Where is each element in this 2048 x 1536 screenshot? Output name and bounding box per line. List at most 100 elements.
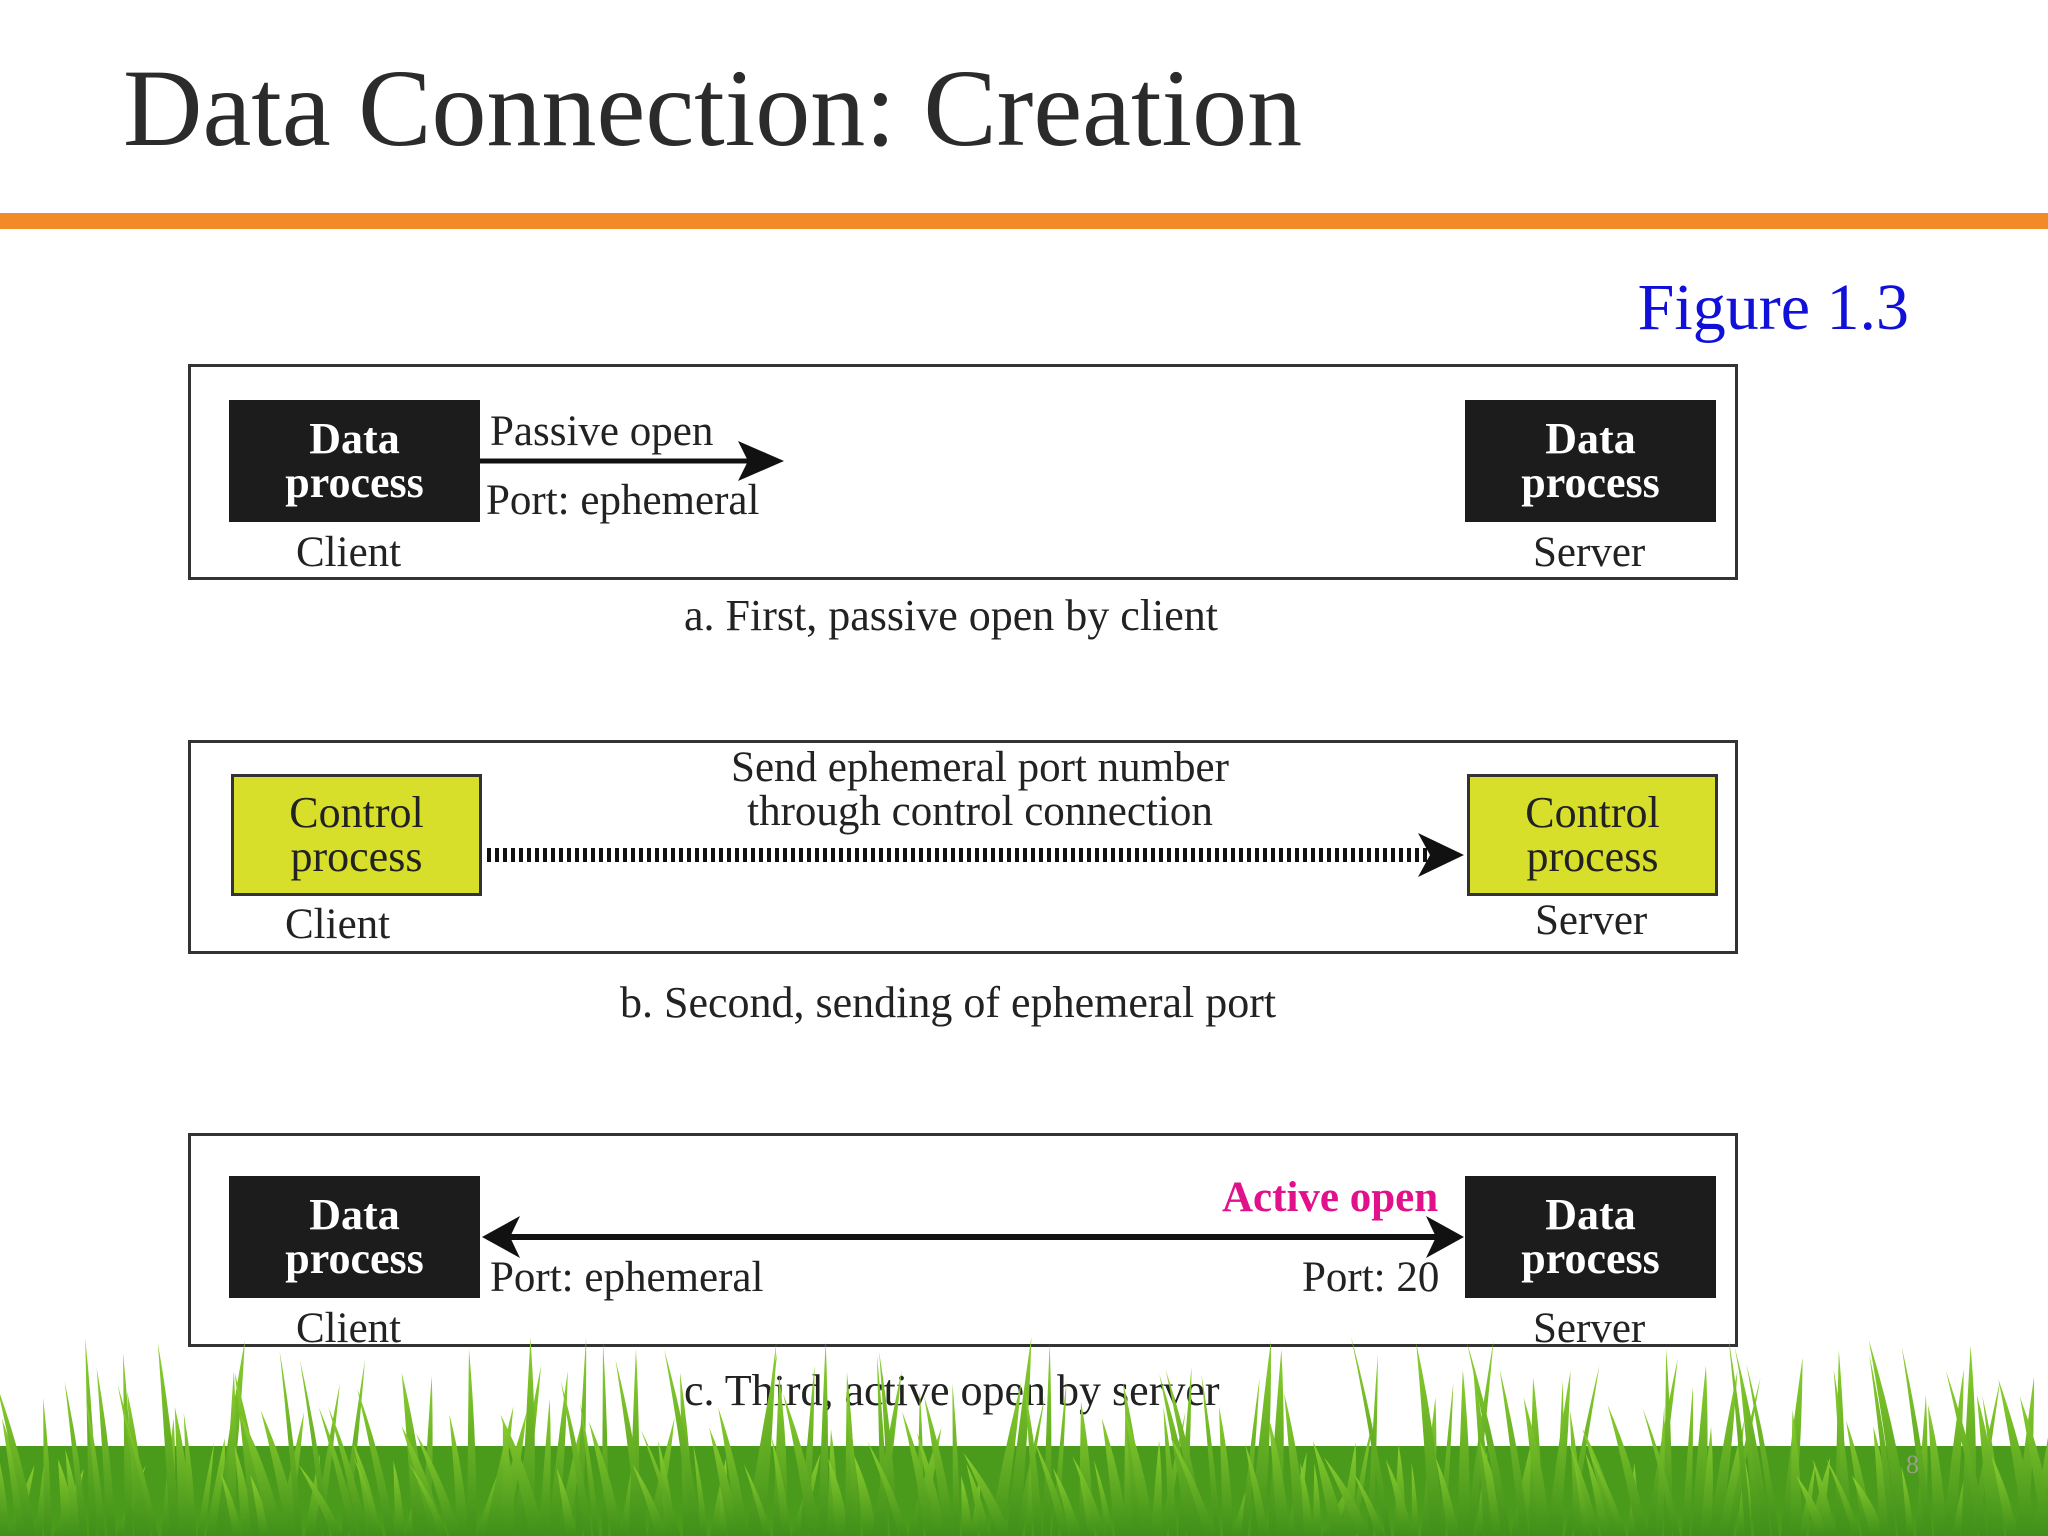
grass-blade [1385,1459,1413,1536]
grass-blade [876,1355,888,1536]
grass-blade [783,1394,821,1536]
grass-blade [1163,1406,1177,1536]
panel-c-client-role: Client [296,1305,402,1352]
grass-blade [183,1412,197,1536]
grass-blade [1499,1369,1529,1536]
grass-blade [640,1429,681,1536]
panel-c-server-data-process-box: Data process [1465,1176,1716,1298]
grass-blade [1245,1443,1269,1536]
grass-blade [1151,1440,1162,1536]
grass-blade [43,1397,52,1536]
grass-blade [1353,1473,1385,1536]
grass-blade [1124,1410,1155,1536]
grass-blade [1901,1347,1933,1536]
grass-blade [122,1352,133,1536]
grass-blade [989,1382,1022,1536]
grass-blade [318,1406,359,1536]
grass-blade [916,1432,946,1536]
grass-blade [86,1399,106,1536]
grass-decoration [0,1336,2048,1536]
grass-blade [818,1341,828,1536]
grass-blade [502,1417,515,1536]
grass-blade [279,1350,303,1536]
panel-c-client-box-label: Data process [285,1190,424,1283]
grass-blade [1523,1397,1551,1536]
grass-blade [924,1396,955,1536]
grass-blade [1812,1459,1836,1536]
grass-blade [1034,1441,1070,1536]
grass-blade [65,1449,82,1536]
grass-blade [64,1381,88,1536]
grass-blade [220,1472,242,1536]
grass-blade [1869,1353,1897,1536]
grass-blade [539,1398,551,1536]
grass-blade [157,1342,180,1536]
grass-blade [1642,1408,1680,1536]
panel-c-client-port-label: Port: ephemeral [490,1254,764,1301]
grass-blade [1024,1387,1043,1536]
grass-blade [1284,1393,1307,1536]
grass-blade [1700,1426,1713,1536]
grass-blade [1991,1456,2018,1536]
grass-blade [693,1444,708,1536]
grass-blade [2019,1396,2048,1536]
grass-blade [1072,1455,1106,1536]
grass-blade [1826,1458,1861,1536]
grass-blade [1007,1336,1032,1536]
grass-blade [1796,1475,1828,1536]
grass-blade [1568,1442,1600,1536]
grass-blade [1268,1418,1290,1536]
panel-c-client-data-process-box: Data process [229,1176,480,1298]
title-divider [0,213,2048,229]
grass-blade [580,1402,600,1536]
grass-blade [1790,1410,1802,1536]
grass-blade [632,1464,666,1536]
panel-b-server-role: Server [1535,897,1648,944]
grass-blade [556,1468,576,1536]
grass-blade [879,1351,898,1536]
grass-blade [1093,1460,1113,1536]
grass-blade [1160,1411,1186,1536]
grass-blade [0,1462,10,1536]
grass-blade [548,1370,568,1536]
grass-blade [1998,1379,2037,1536]
panel-b-caption: b. Second, sending of ephemeral port [620,978,1277,1027]
grass-blade [743,1463,772,1536]
grass-blade [1043,1343,1052,1536]
grass-blade [1901,1466,1914,1536]
grass-blade [1170,1436,1215,1536]
grass-blade [963,1452,1011,1536]
grass-blade [1219,1406,1234,1536]
grass-blade [234,1445,254,1536]
grass-blade [467,1349,477,1536]
panel-c-server-port-label: Port: 20 [1302,1254,1440,1301]
grass-blade [1945,1370,1988,1536]
grass-blade [1682,1386,1694,1536]
panel-c-server-role: Server [1533,1305,1646,1352]
grass-blade [1573,1455,1592,1536]
grass-blade [1052,1468,1080,1536]
grass-blade [718,1407,749,1536]
grass-blade [966,1463,990,1536]
grass-blade [1734,1347,1771,1536]
grass-blade [298,1464,343,1536]
grass-blade [416,1433,460,1536]
grass-blade [1728,1338,1752,1536]
grass-blade [328,1407,368,1536]
grass-blade [299,1359,330,1536]
grass-blade [1435,1457,1459,1536]
grass-blade [1927,1404,1947,1536]
grass-blade [1300,1463,1314,1536]
grass-blade [1588,1451,1627,1536]
grass-blade [357,1388,396,1536]
grass-blade [1467,1343,1511,1536]
grass-blade [1585,1452,1611,1536]
grass-blade [250,1475,271,1536]
panel-a-server-role: Server [1533,529,1646,576]
grass-blade [1982,1396,2005,1536]
grass-blade [755,1343,777,1536]
grass-blade [1313,1463,1321,1536]
grass-blade [260,1410,300,1536]
